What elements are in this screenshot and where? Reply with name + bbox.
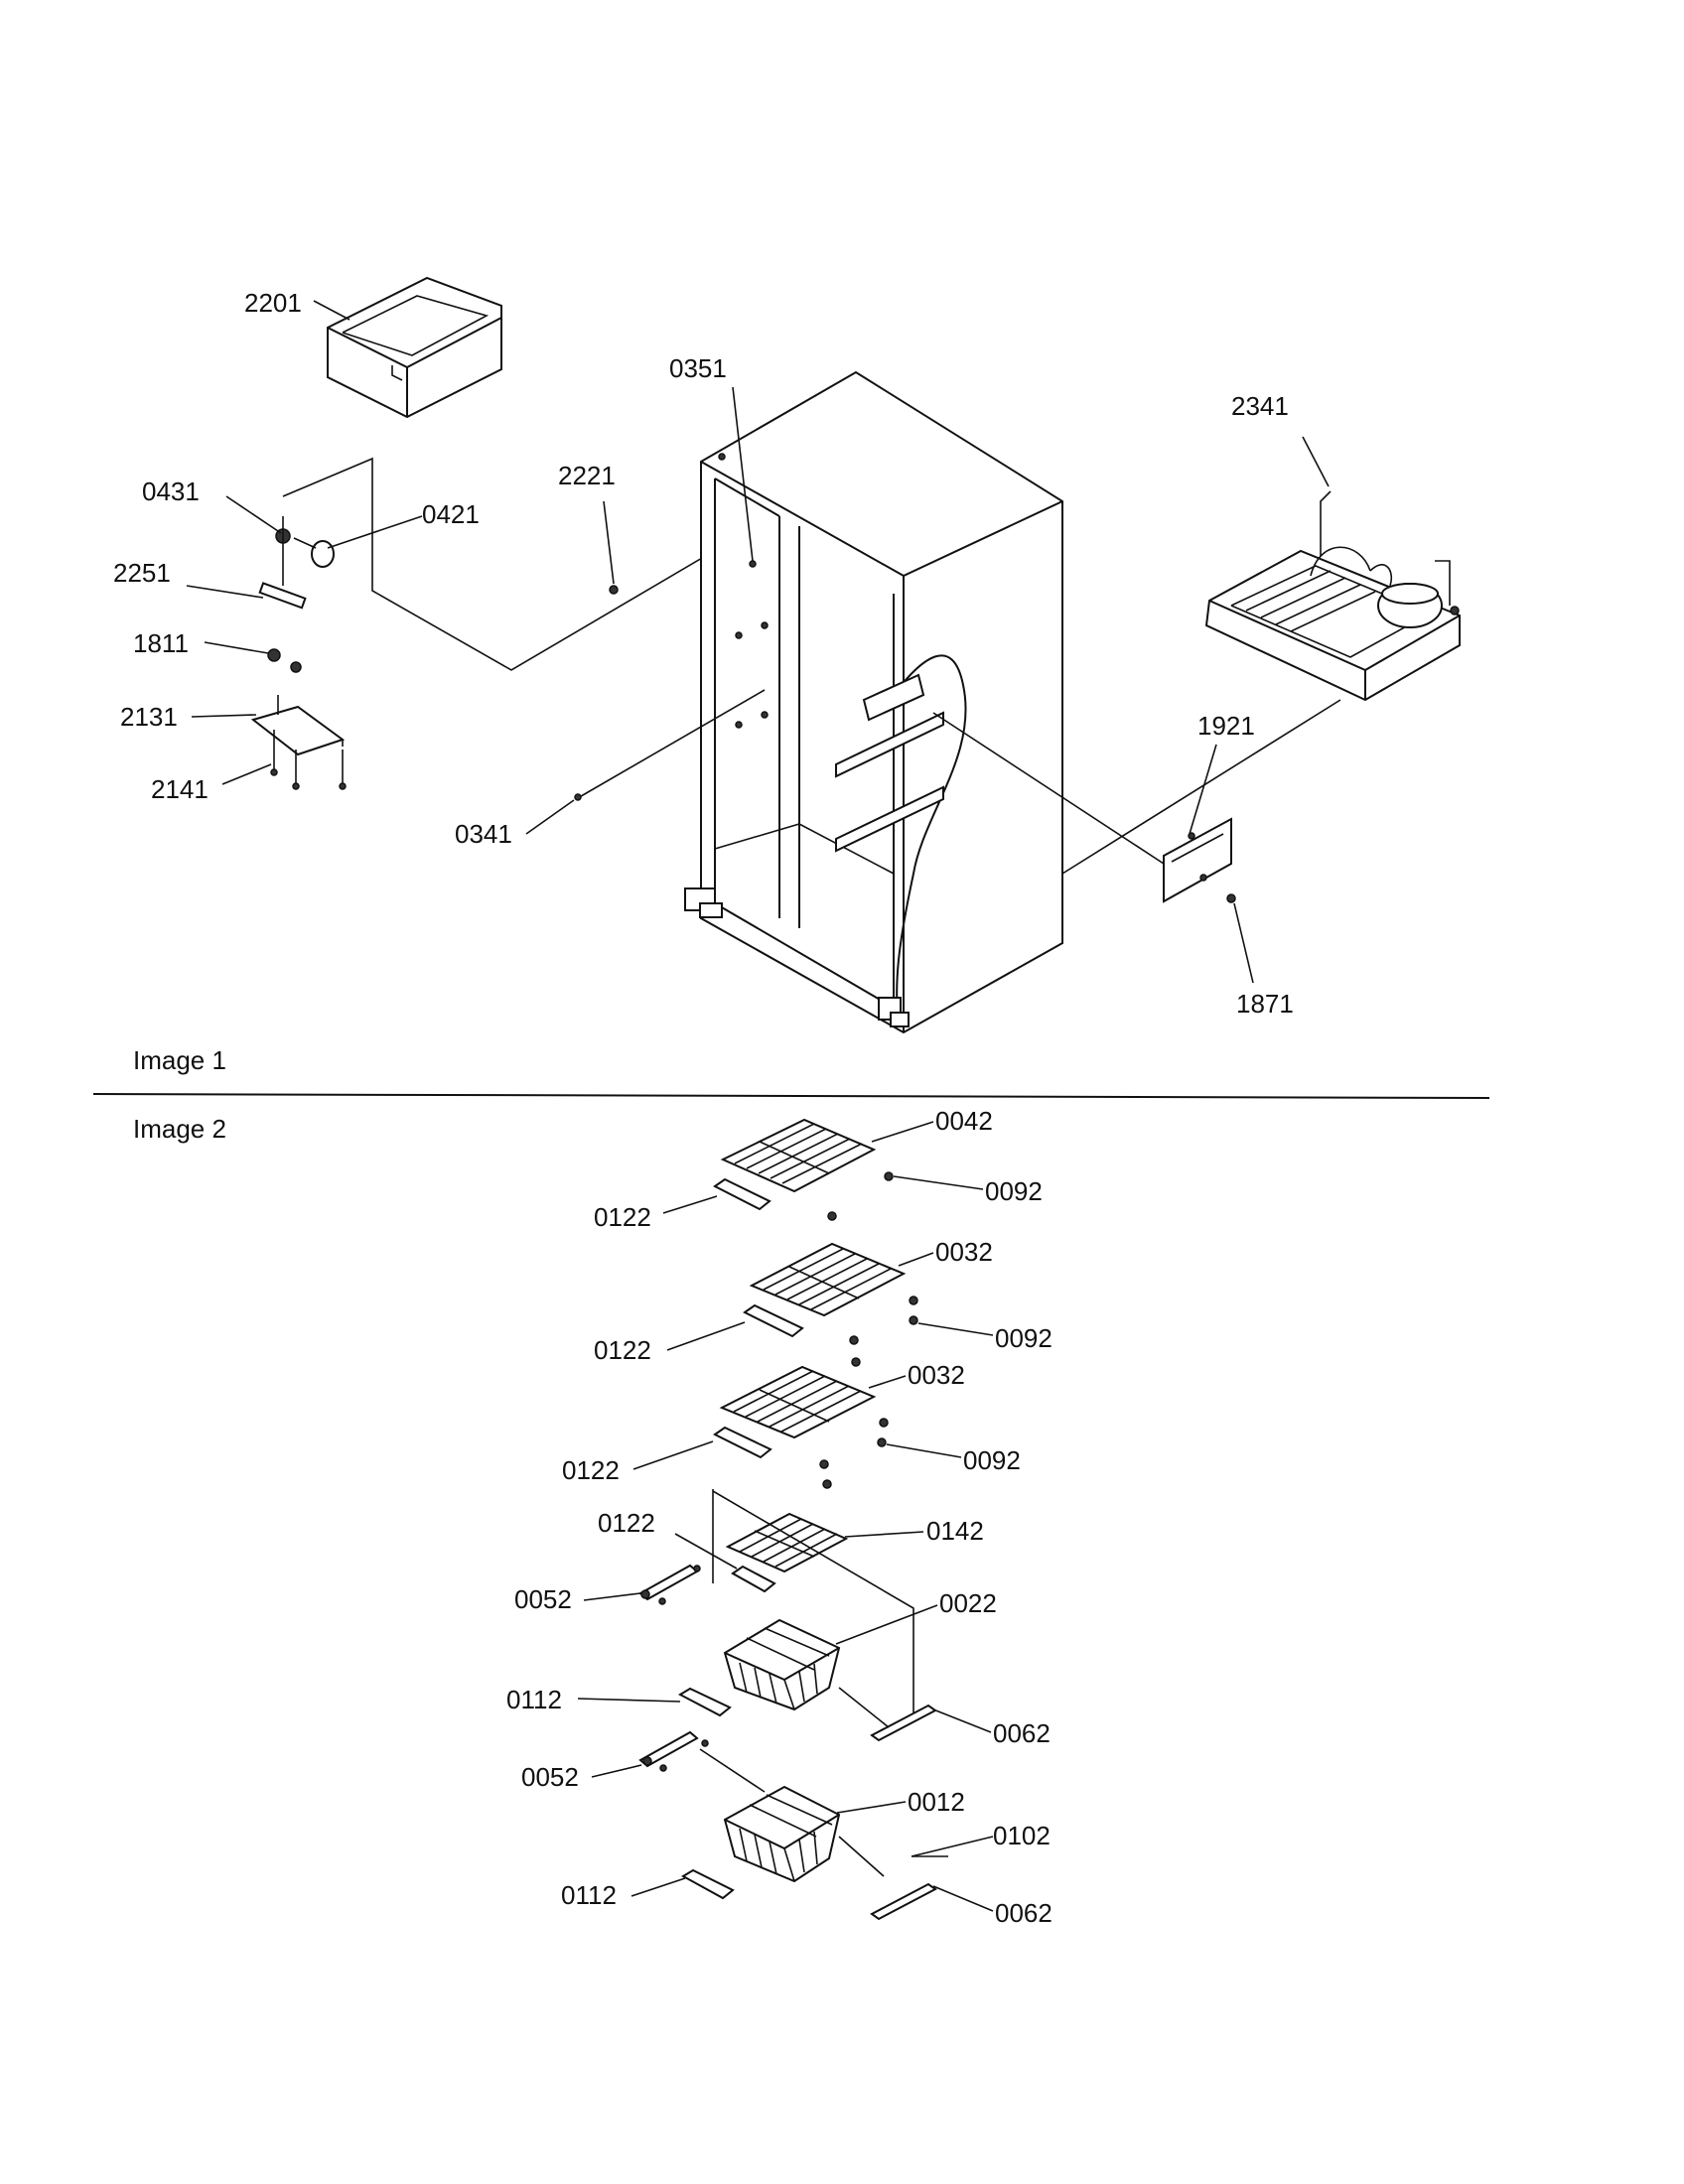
callout-0431: 0431: [142, 477, 200, 506]
section-label-image1: Image 1: [133, 1045, 226, 1075]
callout-0042: 0042: [935, 1106, 993, 1136]
callout-0032-b: 0032: [908, 1360, 965, 1390]
callout-0421: 0421: [422, 499, 480, 529]
callout-1811: 1811: [133, 628, 189, 658]
callout-0112-b: 0112: [561, 1880, 617, 1910]
callout-0012: 0012: [908, 1787, 965, 1817]
callout-0022: 0022: [939, 1588, 997, 1618]
callout-0112-a: 0112: [506, 1685, 562, 1714]
slide-0112-b-part: [680, 1868, 735, 1900]
callout-2251: 2251: [113, 558, 171, 588]
rail-0062-a-part: [838, 1687, 937, 1742]
callout-2341: 2341: [1231, 391, 1289, 421]
grille-panel-part: [1163, 817, 1236, 903]
callout-2131: 2131: [120, 702, 178, 732]
rail-0052-a-part: [638, 1564, 701, 1605]
callout-0351: 0351: [669, 353, 727, 383]
callout-0341: 0341: [455, 819, 512, 849]
callout-2141: 2141: [151, 774, 209, 804]
callout-0122-b: 0122: [594, 1335, 651, 1365]
crisper-tray-part: [327, 276, 502, 419]
rail-0052-b-part: [638, 1730, 766, 1793]
shelf-0142-part: [712, 1489, 914, 1712]
callout-0122-a: 0122: [594, 1202, 651, 1232]
callout-2221: 2221: [558, 461, 616, 490]
callout-1871: 1871: [1236, 989, 1294, 1019]
callout-2201: 2201: [244, 288, 302, 318]
callout-0122-d: 0122: [598, 1508, 655, 1538]
callout-0092-a: 0092: [985, 1176, 1043, 1206]
shelf-0032-b-part: [713, 1365, 889, 1489]
shelf-0042-part: [713, 1118, 894, 1221]
section-divider: [92, 1093, 1490, 1099]
refrigerator-cabinet-part: [684, 370, 1063, 1034]
compressor-assembly-part: [1204, 490, 1461, 702]
shelf-0032-a-part: [743, 1242, 918, 1367]
callout-0062-a: 0062: [993, 1718, 1051, 1748]
callout-1921: 1921: [1197, 711, 1255, 741]
basket-0012-part: [723, 1785, 885, 1883]
callout-0092-c: 0092: [963, 1445, 1021, 1475]
slide-0112-a-part: [677, 1687, 732, 1717]
callout-0092-b: 0092: [995, 1323, 1052, 1353]
rail-0062-b-part: [870, 1882, 937, 1921]
callout-0102: 0102: [993, 1821, 1051, 1850]
callout-0032-a: 0032: [935, 1237, 993, 1267]
callout-0142: 0142: [926, 1516, 984, 1546]
callout-0122-c: 0122: [562, 1455, 620, 1485]
callout-0052-b: 0052: [521, 1762, 579, 1792]
section-label-image2: Image 2: [133, 1114, 226, 1144]
basket-0022-part: [723, 1618, 841, 1711]
callout-0062-b: 0062: [995, 1898, 1052, 1928]
light-assembly-parts: [250, 457, 766, 790]
callout-0052-a: 0052: [514, 1584, 572, 1614]
